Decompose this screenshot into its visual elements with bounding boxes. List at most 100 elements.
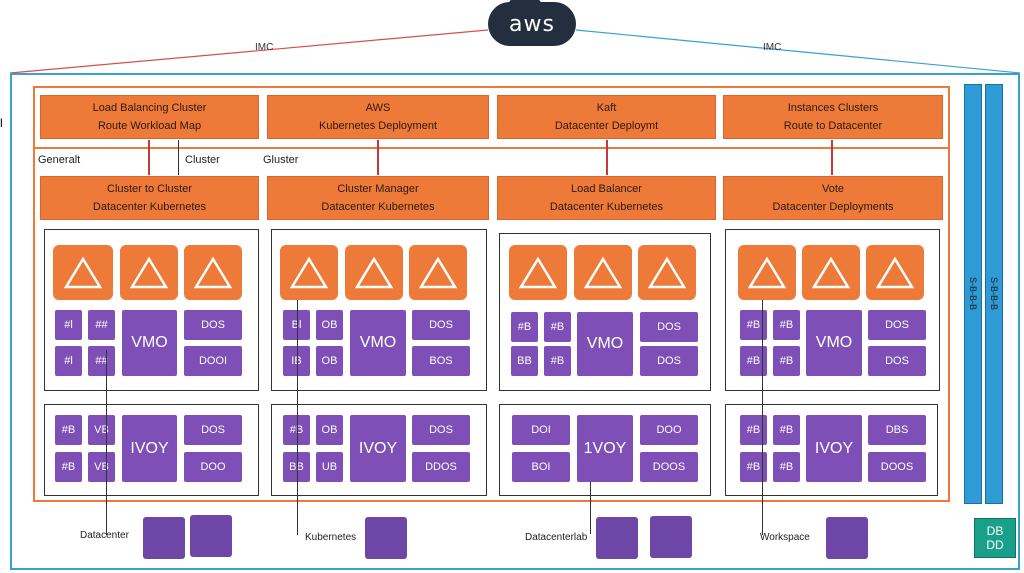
service-box[interactable]: DOS <box>184 310 242 340</box>
header-box-4[interactable]: Instances Clusters Route to Datacenter <box>723 95 943 139</box>
node-box[interactable]: ## <box>88 346 115 376</box>
header-1-line-1: Load Balancing Cluster <box>92 102 207 114</box>
warning-icon[interactable] <box>866 245 924 300</box>
sub-box-4[interactable]: Vote Datacenter Deployments <box>723 176 943 220</box>
bottom-label: Datacenterlab <box>525 532 588 543</box>
service-box[interactable]: DOOS <box>640 452 698 482</box>
vm-box[interactable]: VMO <box>806 310 862 376</box>
service-box[interactable]: DOO <box>640 415 698 445</box>
header-box-3[interactable]: Kaft Datacenter Deploymt <box>497 95 716 139</box>
vm-box[interactable]: 1VOY <box>577 415 633 482</box>
node-box[interactable]: UB <box>316 452 343 482</box>
network-icon[interactable] <box>596 517 638 559</box>
service-box[interactable]: DBS <box>868 415 926 445</box>
node-box[interactable]: #B <box>544 312 571 342</box>
warning-icon[interactable] <box>280 245 338 300</box>
warning-icon[interactable] <box>345 245 403 300</box>
service-box[interactable]: DOI <box>512 415 570 445</box>
warning-icon[interactable] <box>738 245 796 300</box>
connector-line <box>762 300 763 535</box>
warning-icon[interactable] <box>120 245 178 300</box>
warning-icon[interactable] <box>184 245 242 300</box>
service-box[interactable]: BOI <box>512 452 570 482</box>
sub-1-line-1: Cluster to Cluster <box>107 183 192 195</box>
warning-icon[interactable] <box>574 245 632 300</box>
vm-box[interactable]: IVOY <box>122 415 177 482</box>
sub-box-3[interactable]: Load Balancer Datacenter Kubernetes <box>497 176 716 220</box>
warning-icon[interactable] <box>802 245 860 300</box>
node-box[interactable]: #B <box>55 452 82 482</box>
node-box[interactable]: ## <box>88 310 115 340</box>
bottom-label: Workspace <box>760 532 810 543</box>
service-box[interactable]: DOS <box>184 415 242 445</box>
node-box[interactable]: OB <box>316 346 343 376</box>
node-box[interactable]: #l <box>55 346 82 376</box>
node-box[interactable]: BB <box>511 346 538 376</box>
bottom-label: Kubernetes <box>305 532 357 543</box>
service-box[interactable]: BOS <box>412 346 470 376</box>
teal-line-2: DD <box>986 538 1004 552</box>
node-box[interactable]: #B <box>511 312 538 342</box>
network-icon[interactable] <box>365 517 407 559</box>
right-bar[interactable]: S-B-B-B <box>985 84 1003 504</box>
warning-icon[interactable] <box>53 245 113 300</box>
vm-box[interactable]: IVOY <box>806 415 862 482</box>
node-box[interactable]: VB <box>88 415 115 445</box>
header-3-line-1: Kaft <box>596 102 617 114</box>
service-box[interactable]: DOOI <box>184 346 242 376</box>
vm-box[interactable]: VMO <box>122 310 177 376</box>
service-box[interactable]: DOS <box>868 310 926 340</box>
vm-box[interactable]: VMO <box>577 312 633 376</box>
node-box[interactable]: #B <box>773 415 800 445</box>
node-box[interactable]: #B <box>283 415 310 445</box>
header-4-line-1: Instances Clusters <box>787 102 879 114</box>
group-label: Generalt <box>38 154 81 166</box>
node-box[interactable]: VB <box>88 452 115 482</box>
service-box[interactable]: DOO <box>184 452 242 482</box>
service-box[interactable]: DOOS <box>868 452 926 482</box>
service-box[interactable]: DOS <box>412 310 470 340</box>
node-box[interactable]: #B <box>773 310 800 340</box>
node-box[interactable]: OB <box>316 310 343 340</box>
node-box[interactable]: BB <box>283 452 310 482</box>
service-box[interactable]: DOS <box>640 312 698 342</box>
sub-4-line-1: Vote <box>821 183 845 195</box>
bottom-label: Datacenter <box>80 530 129 541</box>
connector-line <box>590 482 591 534</box>
warning-icon[interactable] <box>409 245 467 300</box>
sub-box-1[interactable]: Cluster to Cluster Datacenter Kubernetes <box>40 176 259 220</box>
vm-box[interactable]: IVOY <box>350 415 406 482</box>
outer-frame <box>10 73 1020 570</box>
header-3-line-2: Datacenter Deploymt <box>554 120 659 132</box>
vm-box[interactable]: VMO <box>350 310 406 376</box>
node-box[interactable]: Bl <box>283 310 310 340</box>
network-icon[interactable] <box>190 515 232 557</box>
node-box[interactable]: IB <box>283 346 310 376</box>
sub-2-line-2: Datacenter Kubernetes <box>321 201 435 213</box>
network-icon[interactable] <box>826 517 868 559</box>
service-box[interactable]: DDOS <box>412 452 470 482</box>
database-icon[interactable]: DB DD <box>974 518 1016 558</box>
node-box[interactable]: #l <box>55 310 82 340</box>
service-box[interactable]: DOS <box>640 346 698 376</box>
top-strip <box>33 86 950 149</box>
right-bar[interactable]: S-B-B-B <box>964 84 982 504</box>
sub-box-2[interactable]: Cluster Manager Datacenter Kubernetes <box>267 176 489 220</box>
node-box[interactable]: #B <box>773 346 800 376</box>
warning-icon[interactable] <box>638 245 696 300</box>
header-box-1[interactable]: Load Balancing Cluster Route Workload Ma… <box>40 95 259 139</box>
node-box[interactable]: #B <box>55 415 82 445</box>
warning-icon[interactable] <box>509 245 567 300</box>
node-box[interactable]: #B <box>544 346 571 376</box>
network-icon[interactable] <box>143 517 185 559</box>
service-box[interactable]: DOS <box>412 415 470 445</box>
sub-4-line-2: Datacenter Deployments <box>772 201 894 213</box>
left-line-label: IMC <box>255 42 274 53</box>
node-box[interactable]: OB <box>316 415 343 445</box>
network-icon[interactable] <box>650 516 692 558</box>
connector-line <box>297 300 298 535</box>
header-box-2[interactable]: AWS Kubernetes Deployment <box>267 95 489 139</box>
service-box[interactable]: DOS <box>868 346 926 376</box>
node-box[interactable]: #B <box>773 452 800 482</box>
aws-cloud-icon: aws <box>488 0 576 46</box>
